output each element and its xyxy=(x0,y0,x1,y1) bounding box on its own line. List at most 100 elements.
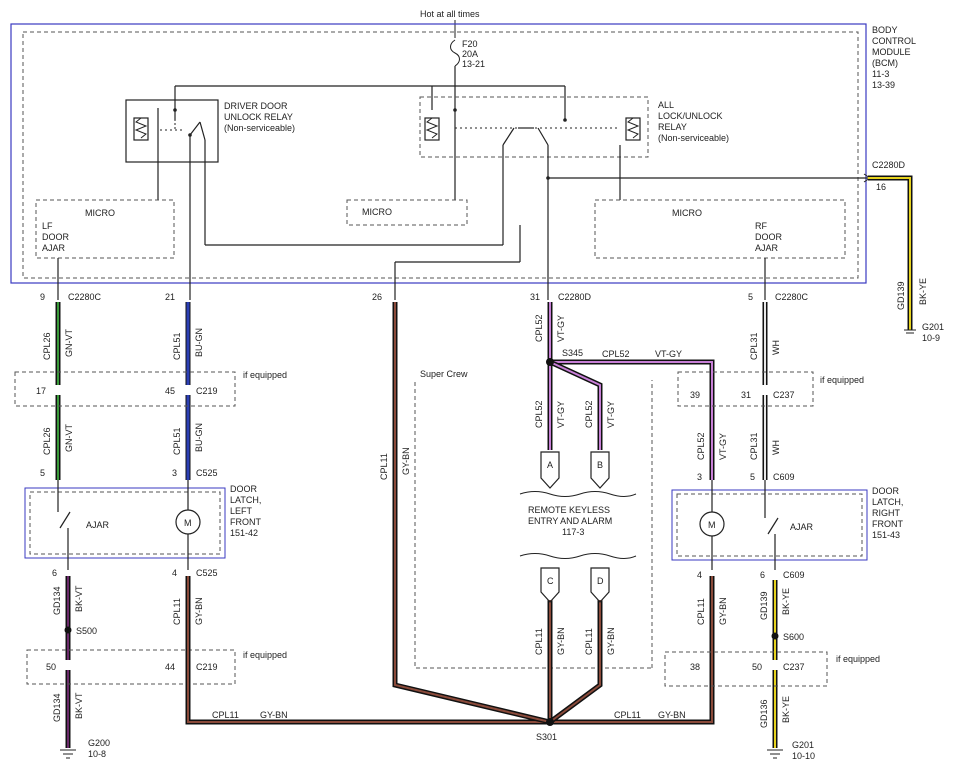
splice-s301: S301 xyxy=(536,732,557,742)
cpl11-label-left: CPL11 xyxy=(172,598,182,625)
cpl11-label-d: CPL11 xyxy=(584,628,594,655)
splice-s600-icon xyxy=(771,632,779,640)
wh-label-1: WH xyxy=(771,340,781,355)
all-relay-label-3: RELAY xyxy=(658,122,687,132)
vtgy-label-right: VT-GY xyxy=(718,433,728,460)
bcm-inner-boundary xyxy=(22,31,859,279)
splice-s600: S600 xyxy=(783,632,804,642)
gnvt-label-2: GN-VT xyxy=(64,424,74,453)
bcm-label-5: 11-3 xyxy=(872,69,889,79)
bkye-label-2: BK-YE xyxy=(781,696,791,723)
c609-pin-5: 5 xyxy=(750,472,755,482)
right-latch-l5: 151-43 xyxy=(872,530,900,540)
right-latch-motor-label: M xyxy=(708,520,716,530)
cpl31-label-1: CPL31 xyxy=(749,332,759,360)
bkvt-label-1: BK-VT xyxy=(74,585,84,612)
rke-label-2: ENTRY AND ALARM xyxy=(528,516,612,526)
c525-conn: C525 xyxy=(196,468,218,478)
c237-lower-conn: C237 xyxy=(783,662,805,672)
micro-rf-line-3: AJAR xyxy=(755,243,779,253)
conn-c2280c-left: C2280C xyxy=(68,292,102,302)
c2280d-top-conn: C2280D xyxy=(872,160,906,170)
c219-pin-45: 45 xyxy=(165,386,175,396)
ground-g201-ref: 10-10 xyxy=(792,751,815,761)
splice-s301-icon xyxy=(546,718,554,726)
door-latch-right xyxy=(671,489,868,561)
rke-pin-c xyxy=(540,567,560,603)
bugn-label-1: BU-GN xyxy=(194,328,204,357)
rke-label-1: REMOTE KEYLESS xyxy=(528,505,610,515)
vtgy-label-b: VT-GY xyxy=(606,401,616,428)
c525-pin-4: 4 xyxy=(172,568,177,578)
all-relay-label-1: ALL xyxy=(658,100,674,110)
cpl52-label-top: CPL52 xyxy=(534,314,544,342)
micro-middle xyxy=(346,199,468,226)
c237-conn: C237 xyxy=(773,390,795,400)
rke-pin-a xyxy=(540,451,560,489)
c237-pin-31: 31 xyxy=(741,390,751,400)
cpl52-label-right: CPL52 xyxy=(696,432,706,460)
c609-conn: C609 xyxy=(773,472,795,482)
left-latch-l4: FRONT xyxy=(230,517,261,527)
splice-s500: S500 xyxy=(76,626,97,636)
gybn-label-c: GY-BN xyxy=(556,627,566,655)
rke-break-bottom xyxy=(519,553,637,559)
gd134-label-2: GD134 xyxy=(52,693,62,722)
micro-lf-line-1: LF xyxy=(42,221,53,231)
g201-top: G201 xyxy=(922,322,944,332)
micro-rf-title: MICRO xyxy=(672,208,702,218)
rke-pin-a-label: A xyxy=(547,460,553,470)
fuse-symbol xyxy=(450,39,460,67)
c219-lower-box xyxy=(26,649,236,685)
left-latch-l2: LATCH, xyxy=(230,495,261,505)
gybn-label-right: GY-BN xyxy=(718,597,728,625)
all-lock-unlock-relay xyxy=(419,96,649,158)
left-latch-l5: 151-42 xyxy=(230,528,258,538)
c609-conn-2: C609 xyxy=(783,570,805,580)
bcm-label-2: CONTROL xyxy=(872,36,916,46)
rke-break-top xyxy=(519,491,637,497)
cpl51-label-1: CPL51 xyxy=(172,332,182,360)
c219-lower-pin-44: 44 xyxy=(165,662,175,672)
conn-c2280d: C2280D xyxy=(558,292,592,302)
c237-lower-box xyxy=(664,651,828,687)
super-crew-boundary xyxy=(414,380,653,669)
gybn-label-bottom-right: GY-BN xyxy=(658,710,686,720)
right-latch-ajar: AJAR xyxy=(790,522,814,532)
bcm-label-6: 13-39 xyxy=(872,80,895,90)
c237-lower-pin-38: 38 xyxy=(690,662,700,672)
driver-door-unlock-relay xyxy=(125,99,219,163)
splice-s345-icon xyxy=(546,358,554,366)
rke-pin-d xyxy=(590,567,610,603)
right-latch-l1: DOOR xyxy=(872,486,900,496)
driver-relay-label-1: DRIVER DOOR xyxy=(224,101,288,111)
pin-21: 21 xyxy=(165,292,175,302)
cpl11-wire xyxy=(185,302,715,725)
super-crew-label: Super Crew xyxy=(420,369,468,379)
cpl11-label-c: CPL11 xyxy=(534,628,544,655)
cpl52-label-b: CPL52 xyxy=(584,400,594,428)
vtgy-label-horiz: VT-GY xyxy=(655,349,682,359)
pin-9: 9 xyxy=(40,292,45,302)
c525-pin-5: 5 xyxy=(40,468,45,478)
conn-c2280c-right: C2280C xyxy=(775,292,809,302)
fuse-amp: 20A xyxy=(462,49,478,59)
vtgy-label-top: VT-GY xyxy=(556,315,566,342)
splice-s500-icon xyxy=(64,626,72,634)
c237-connector-box xyxy=(677,371,814,407)
fuse-ref: 13-21 xyxy=(462,59,485,69)
gd139-label: GD139 xyxy=(759,591,769,620)
rke-pin-b xyxy=(590,451,610,489)
splice-s345: S345 xyxy=(562,348,583,358)
cpl11-label-right: CPL11 xyxy=(696,598,706,625)
c219-pin-17: 17 xyxy=(36,386,46,396)
cpl52-label-a: CPL52 xyxy=(534,400,544,428)
right-latch-l2: LATCH, xyxy=(872,497,903,507)
gybn-label-mid: GY-BN xyxy=(401,447,411,475)
gd139-top-color: BK-YE xyxy=(918,278,928,305)
left-latch-ajar: AJAR xyxy=(86,520,110,530)
c219-lower-pin-50: 50 xyxy=(46,662,56,672)
gd136-label: GD136 xyxy=(759,699,769,728)
driver-relay-label-3: (Non-serviceable) xyxy=(224,123,295,133)
